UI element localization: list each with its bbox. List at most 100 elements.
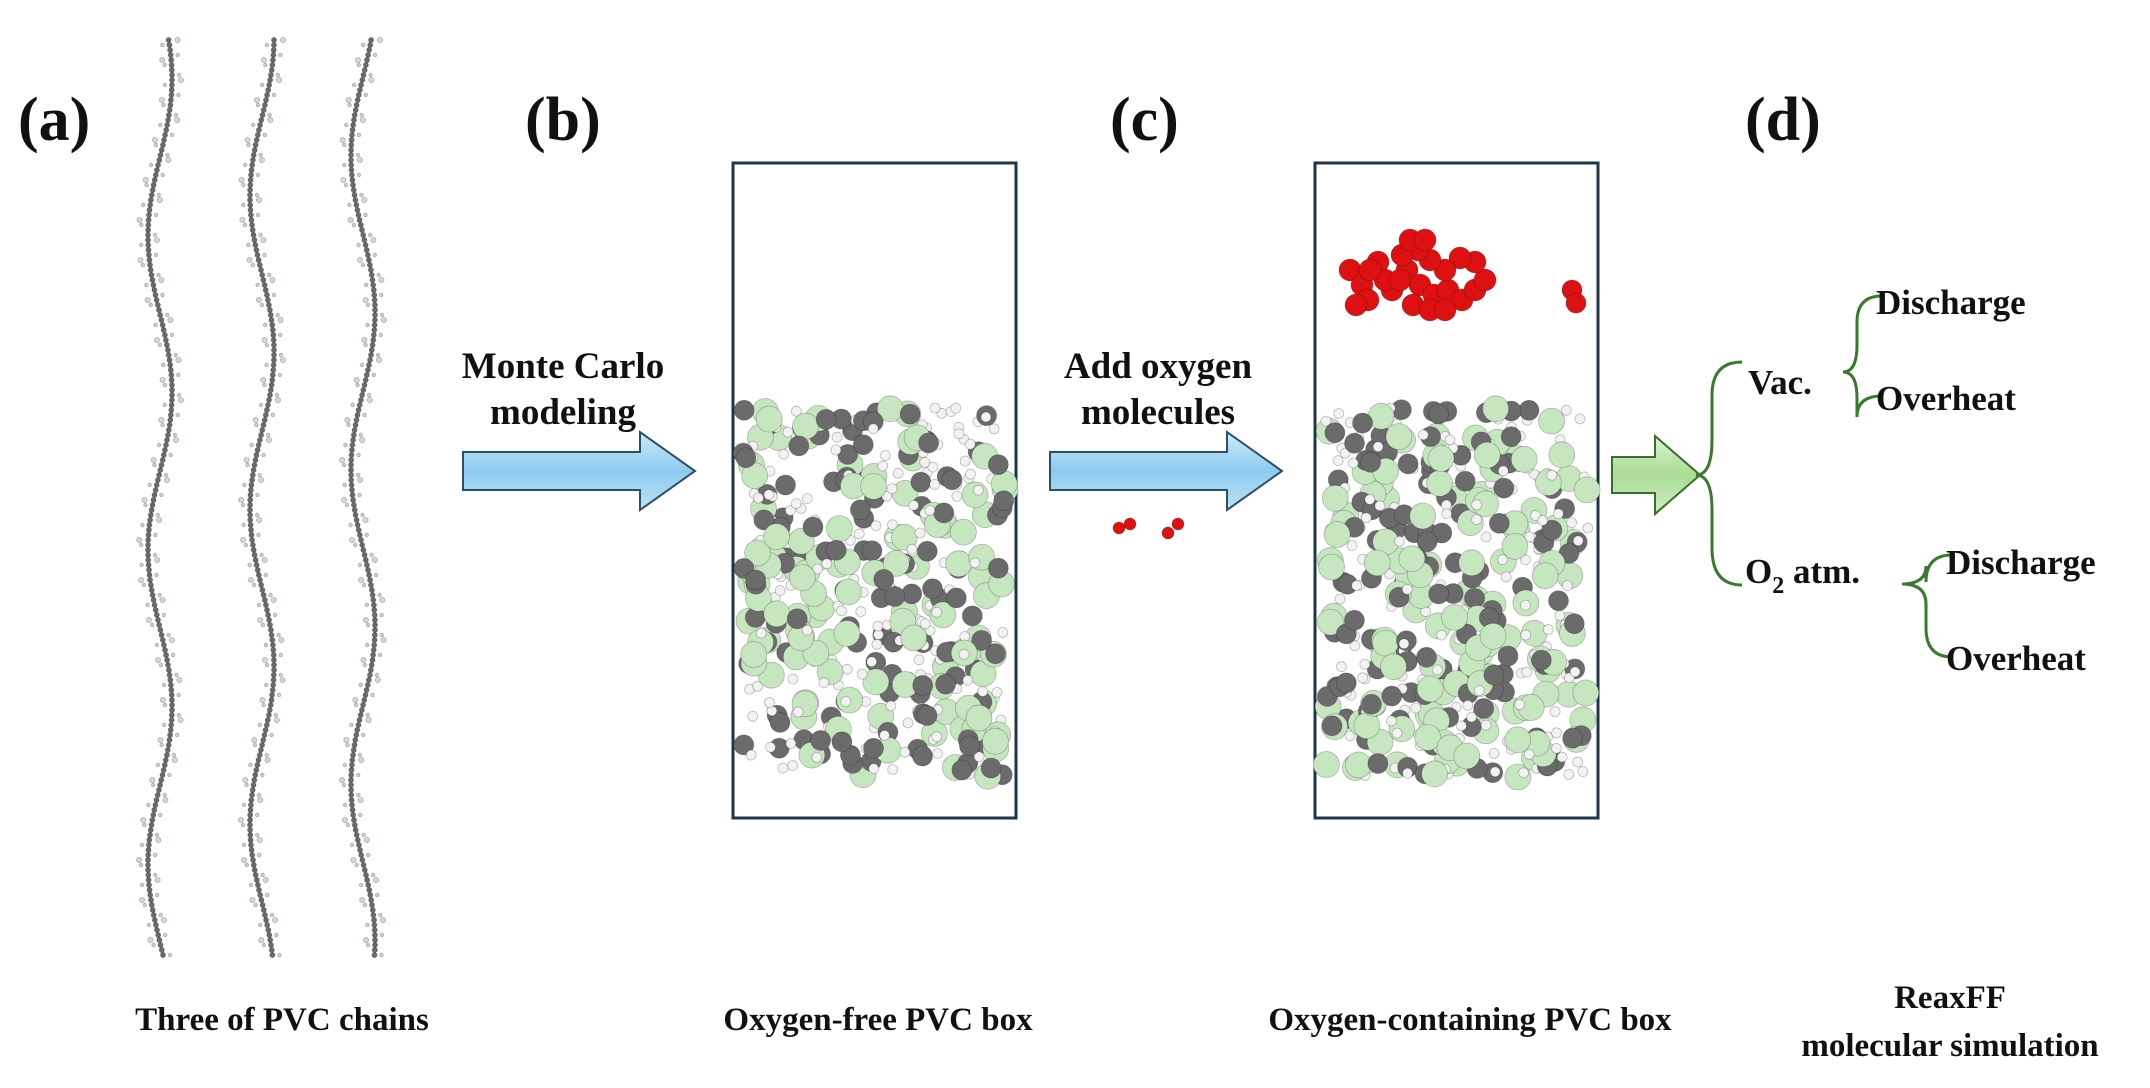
hydrogen-atom xyxy=(1432,664,1443,676)
carbon-atom xyxy=(348,471,355,478)
hydrogen-atom xyxy=(253,902,258,908)
carbon-atom xyxy=(147,196,154,203)
carbon-atom xyxy=(347,777,354,784)
carbon-atom xyxy=(356,216,363,223)
reaxff-arrow xyxy=(1611,433,1702,517)
hydrogen-atom xyxy=(342,482,347,488)
hydrogen-atom xyxy=(1456,720,1467,732)
carbon-atom xyxy=(1335,672,1357,694)
chlorine-atom xyxy=(260,57,267,64)
hydrogen-atom xyxy=(361,832,366,838)
carbon-atom xyxy=(269,952,276,959)
carbon-atom xyxy=(168,707,175,714)
hydrogen-atom xyxy=(148,302,153,308)
carbon-atom xyxy=(360,72,367,79)
hydrogen-atom xyxy=(375,892,380,898)
chlorine-atom xyxy=(1531,562,1559,590)
carbon-atom xyxy=(266,707,273,714)
carbon-atom xyxy=(159,141,166,148)
carbon-atom xyxy=(145,246,152,253)
carbon-atom xyxy=(788,435,810,457)
carbon-atom xyxy=(371,326,378,333)
hydrogen-atom xyxy=(886,483,898,495)
carbon-atom xyxy=(369,592,376,599)
hydrogen-atom xyxy=(162,382,168,388)
chlorine-atom xyxy=(366,396,373,403)
hydrogen-atom xyxy=(1488,748,1500,759)
chlorine-atom xyxy=(1313,751,1340,778)
carbon-atom xyxy=(370,917,377,924)
carbon-atom xyxy=(270,672,277,679)
chlorine-atom xyxy=(160,917,167,924)
hydrogen-atom xyxy=(747,710,759,722)
carbon-atom xyxy=(144,857,151,864)
hydrogen-atom xyxy=(792,706,804,718)
chlorine-atom xyxy=(362,296,369,303)
chlorine-atom xyxy=(354,57,361,64)
hydrogen-atom xyxy=(1436,629,1447,641)
carbon-atom xyxy=(146,261,153,268)
hydrogen-atom xyxy=(1444,434,1456,446)
chlorine-atom xyxy=(265,436,272,443)
carbon-atom xyxy=(155,161,162,168)
hydrogen-atom xyxy=(256,532,261,538)
hydrogen-atom xyxy=(273,712,279,718)
hydrogen-atom xyxy=(379,292,384,298)
chlorine-atom xyxy=(172,436,179,443)
carbon-atom xyxy=(161,647,168,654)
carbon-atom xyxy=(152,802,159,809)
carbon-atom xyxy=(269,376,276,383)
hydrogen-atom xyxy=(358,432,363,438)
carbon-atom xyxy=(251,777,258,784)
carbon-atom xyxy=(147,827,154,834)
chlorine-atom xyxy=(1548,441,1576,469)
hydrogen-atom xyxy=(372,52,378,58)
carbon-atom xyxy=(150,597,157,604)
hydrogen-atom xyxy=(244,782,249,788)
carbon-atom xyxy=(168,396,175,403)
chlorine-atom xyxy=(763,600,791,628)
chlorine-atom xyxy=(1321,484,1349,512)
chlorine-atom xyxy=(348,537,355,544)
carbon-atom xyxy=(247,812,254,819)
hydrogen-atom xyxy=(965,468,976,480)
carbon-atom xyxy=(157,782,164,789)
hydrogen-atom xyxy=(161,682,167,688)
carbon-atom xyxy=(348,456,355,463)
carbon-atom xyxy=(1324,422,1346,444)
hydrogen-atom xyxy=(139,842,145,848)
carbon-atom xyxy=(370,652,377,659)
carbon-atom xyxy=(250,466,257,473)
carbon-atom xyxy=(351,426,358,433)
carbon-atom xyxy=(261,102,268,109)
oxygen-bracket xyxy=(1901,553,1953,659)
carbon-atom xyxy=(167,97,174,104)
hydrogen-atom xyxy=(148,162,154,168)
oxygen-atom xyxy=(1565,292,1587,314)
hydrogen-atom xyxy=(1344,730,1356,742)
carbon-atom xyxy=(258,897,265,904)
hydrogen-atom xyxy=(1562,580,1573,591)
carbon-atom xyxy=(264,401,271,408)
hydrogen-atom xyxy=(242,162,248,168)
hydrogen-atom xyxy=(1572,535,1584,547)
hydrogen-atom xyxy=(354,862,359,868)
hydrogen-atom xyxy=(260,82,265,88)
hydrogen-atom xyxy=(856,668,868,680)
carbon-atom xyxy=(270,647,277,654)
carbon-atom xyxy=(259,426,266,433)
carbon-atom xyxy=(164,346,171,353)
chlorine-atom xyxy=(155,657,162,664)
hydrogen-atom xyxy=(139,562,144,568)
hydrogen-atom xyxy=(350,402,355,408)
hydrogen-atom xyxy=(256,602,262,608)
hydrogen-atom xyxy=(142,902,147,908)
carbon-atom xyxy=(371,321,378,328)
hydrogen-atom xyxy=(1537,515,1549,526)
hydrogen-atom xyxy=(962,674,974,686)
hydrogen-atom xyxy=(262,132,267,138)
carbon-atom xyxy=(252,141,259,148)
hydrogen-atom xyxy=(138,242,144,248)
oxygen-discharge-label: Discharge xyxy=(1946,543,2096,582)
carbon-atom xyxy=(269,371,276,378)
